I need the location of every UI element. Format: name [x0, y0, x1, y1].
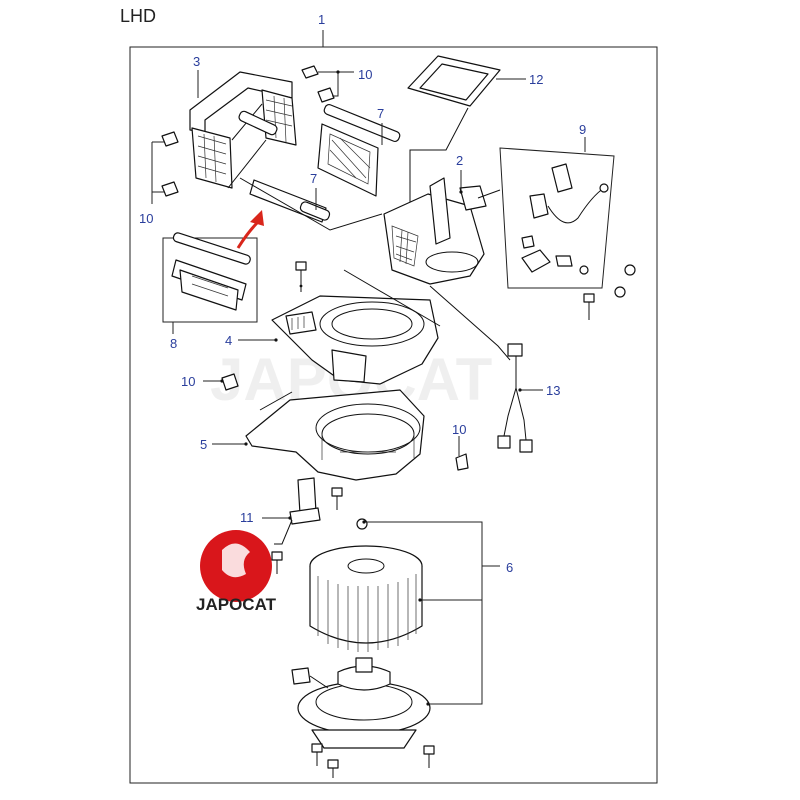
- part-10-clips-top: [301, 65, 335, 103]
- leader-10-top: [318, 71, 354, 97]
- callout-2: 2: [456, 153, 463, 168]
- logo-text: JAPOCAT: [196, 595, 277, 614]
- leader-dot: [220, 379, 224, 383]
- part-11-resistor: [274, 477, 321, 545]
- part-10-clip-right: [455, 453, 469, 471]
- callout-3: 3: [193, 54, 200, 69]
- callout-6: 6: [506, 560, 513, 575]
- callout-4: 4: [225, 333, 232, 348]
- part-9-bolt: [583, 293, 595, 320]
- part-13-harness: [497, 343, 533, 453]
- leader-dot: [244, 442, 248, 446]
- callout-10-top: 10: [358, 67, 372, 82]
- callout-13: 13: [546, 383, 560, 398]
- linkage-guide: [477, 189, 501, 199]
- leader-dot: [336, 70, 340, 74]
- harness-guide: [429, 285, 511, 361]
- callout-7-upper: 7: [377, 106, 384, 121]
- part-10-clip-mid: [221, 373, 239, 391]
- part-8-box: [162, 237, 258, 323]
- callout-9: 9: [579, 122, 586, 137]
- logo-cat-icon: [222, 543, 250, 578]
- callout-10-right: 10: [452, 422, 466, 437]
- part-7-door-lower: [249, 179, 331, 223]
- part-6-fan-nut: [356, 518, 368, 530]
- part-10-clips-left: [161, 131, 179, 197]
- part-6-motor: [291, 657, 431, 749]
- leader-dot: [459, 190, 463, 194]
- part-6-motor-screws: [311, 743, 435, 778]
- part-12-gasket: [407, 55, 501, 107]
- part-6-fan-wheel: [309, 545, 423, 652]
- diagram-title: LHD: [120, 6, 156, 26]
- callout-11: 11: [240, 510, 254, 525]
- japocat-logo: JAPOCAT: [196, 530, 277, 614]
- part-7-door-upper: [317, 103, 401, 197]
- callout-5: 5: [200, 437, 207, 452]
- callout-7-lower: 7: [310, 171, 317, 186]
- leader-dot: [288, 516, 292, 520]
- part-9-pins: [614, 264, 636, 298]
- part-9-box: [499, 147, 615, 289]
- door-guide-line: [239, 177, 383, 231]
- part-5-lower-case: [245, 389, 425, 481]
- part-4-middle-case: [271, 269, 441, 385]
- red-arrow: [236, 210, 264, 249]
- part-8-door: [171, 232, 251, 311]
- part-11-screws: [271, 487, 343, 574]
- assembly-frame: [129, 46, 658, 784]
- leader-dot: [362, 520, 366, 524]
- part-3-intake-door: [189, 71, 297, 189]
- callout-12: 12: [529, 72, 543, 87]
- callout-10-mid: 10: [181, 374, 195, 389]
- leader-dot: [426, 702, 430, 706]
- leader-dot: [518, 388, 522, 392]
- callout-10-left: 10: [139, 211, 153, 226]
- leader-dot: [274, 338, 278, 342]
- gasket-guide-line: [409, 107, 469, 210]
- part-9-actuator-linkage: [521, 163, 609, 275]
- leader-dot: [418, 598, 422, 602]
- leader-10-left: [151, 141, 164, 204]
- callout-1: 1: [318, 12, 325, 27]
- leader-6: [364, 521, 500, 705]
- part-2-upper-case: [383, 177, 487, 285]
- callout-8: 8: [170, 336, 177, 351]
- part-4-bolt: [295, 261, 307, 292]
